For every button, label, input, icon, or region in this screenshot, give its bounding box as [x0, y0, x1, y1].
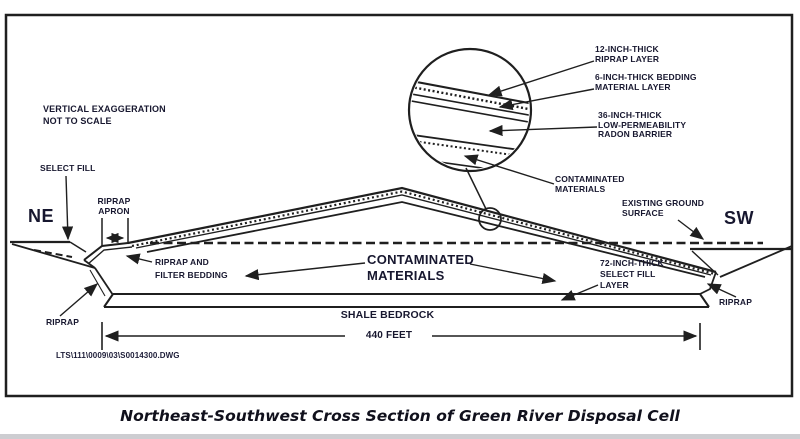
label-existing-ground-surface: EXISTING GROUND SURFACE: [622, 198, 705, 218]
detail-connector-line: [465, 167, 487, 210]
label-contaminated-materials: CONTAMINATED MATERIALS: [367, 252, 475, 283]
contaminated-left-arrow: [244, 262, 366, 281]
label-select-fill-72: 72-INCH-THICK SELECT FILL LAYER: [600, 258, 664, 290]
shale-bedrock-slab: [103, 293, 710, 308]
contaminated-right-arrow: [469, 263, 557, 285]
existing-ground-leader: [677, 219, 705, 240]
select-fill-72-leader: [560, 284, 599, 301]
select-fill-leader: [62, 175, 74, 241]
leader-arrows: [59, 60, 737, 317]
compass-sw: SW: [724, 208, 754, 228]
label-radon-36-inch: 36-INCH-THICK LOW-PERMEABILITY RADON BAR…: [598, 110, 687, 139]
figure-caption: Northeast-Southwest Cross Section of Gre…: [120, 407, 680, 425]
dimension-440-feet: [101, 322, 701, 350]
drawing-reference: LTS\111\0009\03\S0014300.DWG: [56, 351, 180, 360]
riprap-12-leader: [487, 60, 595, 97]
label-bedding-6-inch: 6-INCH-THICK BEDDING MATERIAL LAYER: [595, 72, 697, 92]
riprap-apron-dimension: [101, 218, 129, 246]
riprap-right-leader: [706, 283, 737, 298]
note-line-1: VERTICAL EXAGGERATION: [43, 104, 166, 114]
dimension-label-440-feet: 440 FEET: [365, 330, 413, 341]
riprap-filter-leader: [125, 253, 153, 265]
riprap-left-leader: [59, 283, 99, 317]
detail-source-circle: [478, 207, 502, 231]
cover-layer-band: [127, 186, 717, 278]
label-riprap-apron: RIPRAP APRON: [97, 196, 131, 216]
label-riprap-filter-bedding: RIPRAP AND FILTER BEDDING: [155, 257, 228, 280]
detail-circle: [407, 47, 533, 173]
label-shale-bedrock: SHALE BEDROCK: [340, 309, 435, 321]
right-toe-ditch: [690, 245, 793, 295]
label-riprap-right: RIPRAP: [719, 297, 753, 307]
bedding-6-leader: [498, 88, 595, 111]
bottom-scan-strip: [0, 434, 800, 439]
compass-ne: NE: [28, 206, 55, 226]
left-toe-ditch: [10, 240, 133, 297]
note-line-2: NOT TO SCALE: [43, 115, 112, 126]
radon-36-leader: [488, 124, 598, 137]
note-vertical-exaggeration: VERTICAL EXAGGERATION NOT TO SCALE: [43, 104, 166, 127]
label-riprap-12-inch: 12-INCH-THICK RIPRAP LAYER: [595, 44, 660, 64]
label-contaminated-detail: CONTAMINATED MATERIALS: [555, 174, 625, 194]
label-select-fill: SELECT FILL: [40, 163, 96, 173]
label-riprap-left: RIPRAP: [46, 317, 80, 327]
contaminated-detail-leader: [463, 154, 555, 185]
existing-ground-dashed-left: [33, 249, 73, 258]
figure-border: [4, 13, 794, 398]
